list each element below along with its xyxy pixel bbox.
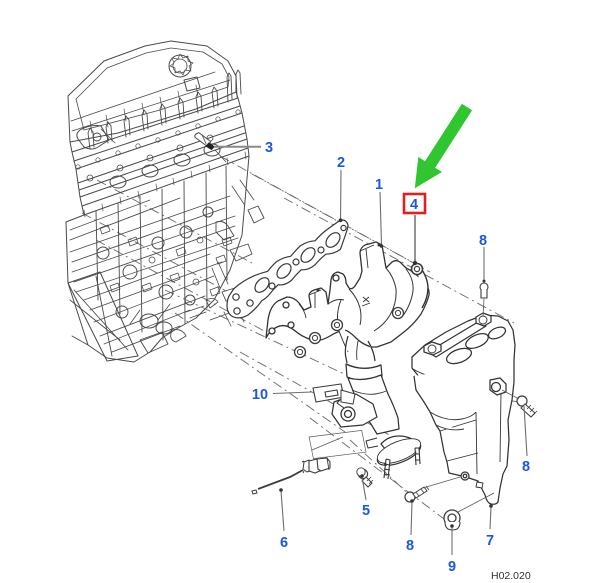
svg-text:6: 6 [280, 535, 288, 551]
svg-text:5: 5 [362, 503, 370, 519]
svg-text:10: 10 [252, 387, 268, 403]
svg-text:8: 8 [479, 233, 487, 249]
svg-text:4: 4 [410, 197, 418, 213]
svg-text:8: 8 [522, 459, 530, 475]
svg-text:9: 9 [448, 559, 456, 575]
svg-text:1: 1 [375, 177, 383, 193]
svg-text:7: 7 [486, 533, 494, 549]
svg-text:2: 2 [337, 155, 345, 171]
svg-text:3: 3 [265, 140, 273, 156]
svg-text:H02.020: H02.020 [491, 570, 531, 582]
svg-text:8: 8 [406, 538, 414, 554]
